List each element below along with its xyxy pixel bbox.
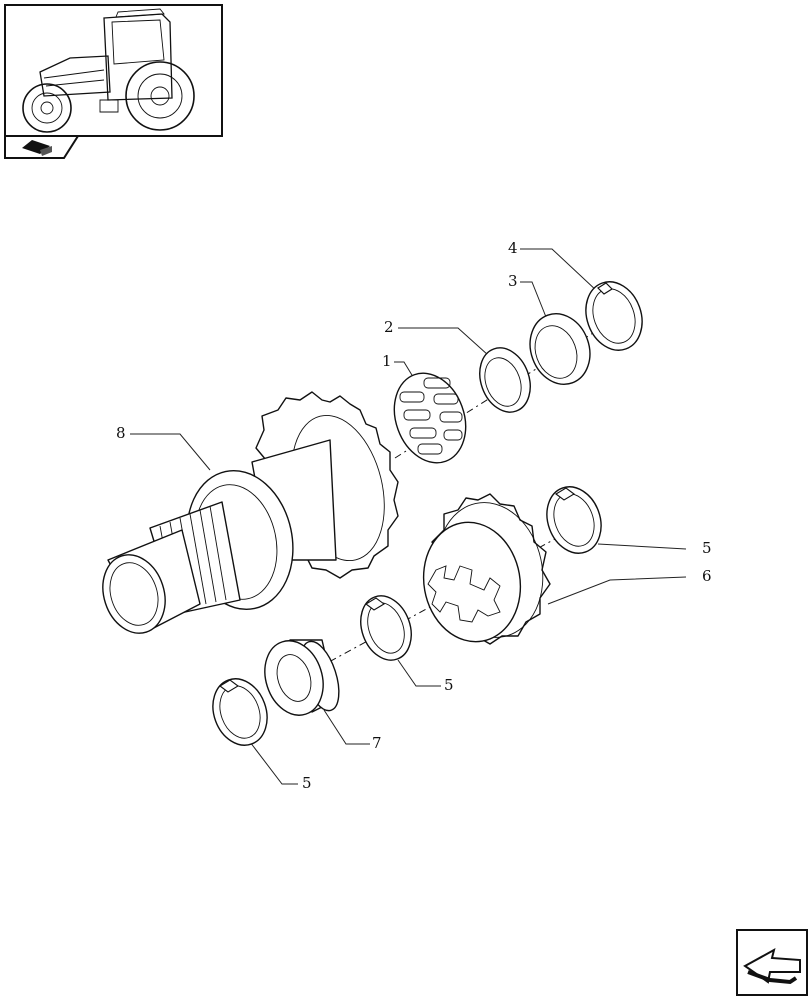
tractor-icon bbox=[22, 8, 195, 133]
snap-ring-part-4[interactable] bbox=[577, 274, 652, 358]
bushing-part-7[interactable] bbox=[256, 633, 347, 723]
needle-bearing-part-1[interactable] bbox=[382, 363, 477, 473]
ring-part-2[interactable] bbox=[471, 341, 539, 419]
gear-shaft-part-8[interactable] bbox=[93, 391, 399, 641]
callout-5-upper: 5 bbox=[702, 539, 712, 557]
book-icon bbox=[22, 140, 52, 156]
callout-5-middle: 5 bbox=[444, 676, 454, 694]
next-page-button[interactable] bbox=[736, 929, 808, 996]
callout-2: 2 bbox=[384, 318, 394, 336]
callout-8: 8 bbox=[116, 424, 126, 442]
callout-labels: 4 3 2 1 8 5 6 5 7 5 bbox=[116, 239, 712, 792]
callout-7: 7 bbox=[372, 734, 382, 752]
gear-part-6[interactable] bbox=[414, 493, 555, 650]
tractor-thumbnail[interactable] bbox=[4, 4, 223, 159]
callout-4: 4 bbox=[508, 239, 518, 257]
leader-lines bbox=[130, 248, 687, 785]
callout-5-lower: 5 bbox=[302, 774, 312, 792]
callout-6: 6 bbox=[702, 567, 712, 585]
snap-ring-part-5-lower[interactable] bbox=[204, 671, 276, 753]
callout-3: 3 bbox=[508, 272, 518, 290]
snap-ring-part-5-middle[interactable] bbox=[352, 589, 420, 667]
callout-1: 1 bbox=[382, 352, 392, 370]
arrow-icon bbox=[743, 948, 801, 985]
washer-part-3[interactable] bbox=[520, 305, 599, 392]
snap-ring-part-5-upper[interactable] bbox=[538, 479, 610, 561]
